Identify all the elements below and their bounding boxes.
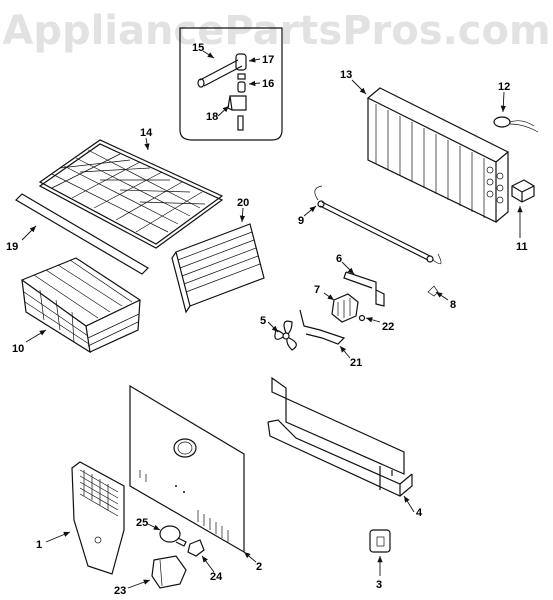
callout-4: 4 xyxy=(416,507,423,519)
callout-3: 3 xyxy=(376,579,382,591)
part-25-bulb xyxy=(159,525,187,547)
callout-11: 11 xyxy=(516,241,528,253)
part-18-clip xyxy=(227,95,247,131)
part-24-socket xyxy=(187,539,205,557)
part-11-block xyxy=(511,179,535,203)
part-22-screw xyxy=(358,314,366,322)
callout-1: 1 xyxy=(36,539,42,551)
callout-7: 7 xyxy=(314,284,320,296)
part-14-wire-shelf xyxy=(38,139,224,249)
callout-22: 22 xyxy=(382,321,394,333)
part-5-fan-blade xyxy=(274,320,297,351)
callout-labels: 15 17 16 18 14 13 12 20 19 9 11 10 6 7 8… xyxy=(6,42,528,597)
callout-20: 20 xyxy=(237,197,249,209)
part-20-panel xyxy=(171,223,265,314)
part-7-motor xyxy=(331,293,359,323)
callout-25: 25 xyxy=(136,517,148,529)
callout-8: 8 xyxy=(450,299,456,311)
callout-18: 18 xyxy=(206,111,218,123)
part-13-evaporator xyxy=(366,87,510,223)
watermark: AppliancePartsPros.com xyxy=(2,8,551,54)
part-19-strip xyxy=(15,193,149,275)
part-12-sensor xyxy=(493,116,539,133)
part-4-trough xyxy=(267,376,413,497)
callout-10: 10 xyxy=(12,343,24,355)
callout-19: 19 xyxy=(6,241,18,253)
part-17-cap xyxy=(237,73,246,80)
part-8-clip xyxy=(427,285,439,297)
callout-24: 24 xyxy=(210,571,223,583)
callout-13: 13 xyxy=(340,69,352,81)
callout-6: 6 xyxy=(336,253,342,265)
part-6-bracket xyxy=(343,271,385,307)
callout-17: 17 xyxy=(262,54,274,66)
callout-23: 23 xyxy=(114,585,126,597)
part-16-ring xyxy=(237,81,246,93)
part-1-grille xyxy=(71,461,125,575)
callout-14: 14 xyxy=(140,127,153,139)
inset-box xyxy=(179,27,283,141)
callout-15: 15 xyxy=(192,42,204,54)
part-15-tube xyxy=(197,53,247,88)
part-9-heater-rod xyxy=(314,185,442,265)
leader-lines xyxy=(21,50,523,589)
callout-9: 9 xyxy=(298,215,304,227)
part-3-knob xyxy=(369,529,391,553)
callout-2: 2 xyxy=(256,561,262,573)
callout-12: 12 xyxy=(498,81,510,93)
callout-16: 16 xyxy=(262,78,274,90)
callout-21: 21 xyxy=(350,357,362,369)
part-10-basket xyxy=(20,257,142,354)
part-23-cover xyxy=(151,555,187,589)
callout-5: 5 xyxy=(260,315,266,327)
part-21-bracket xyxy=(299,309,346,345)
